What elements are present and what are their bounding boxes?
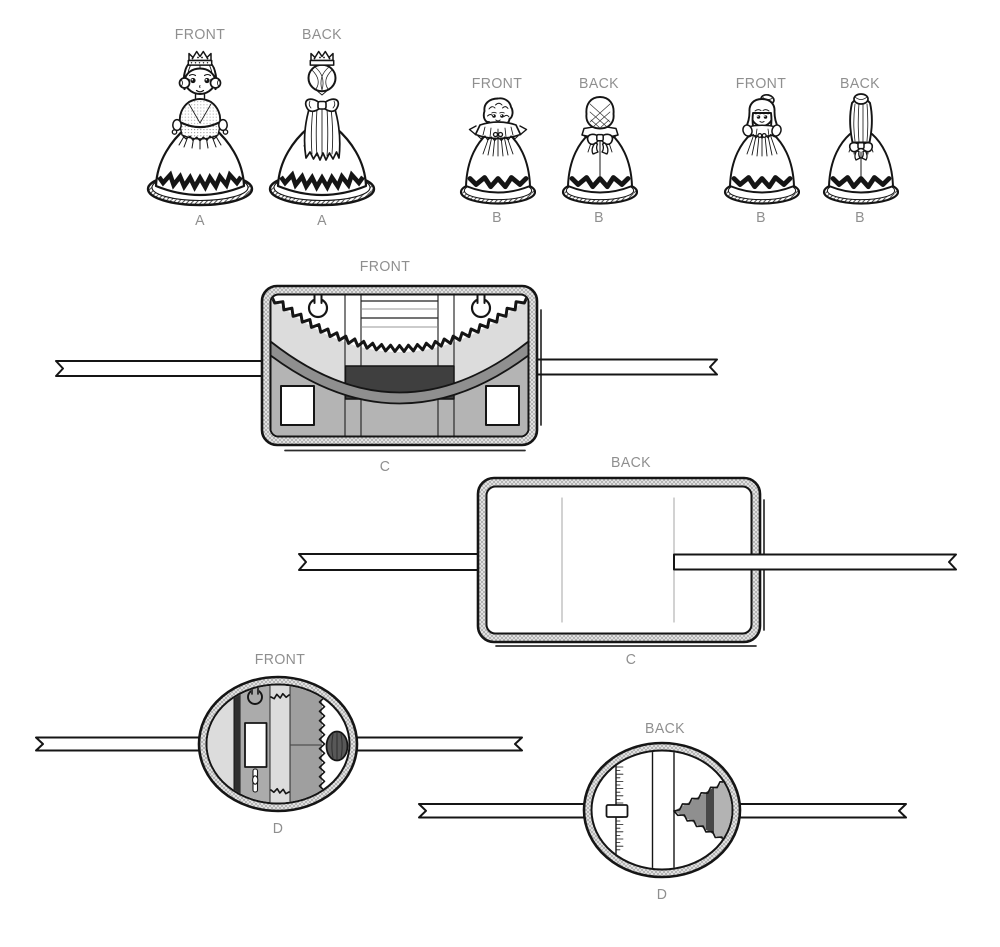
illustration-doll-a-back — [268, 50, 376, 207]
doll-skirt — [465, 133, 531, 194]
item-label: B — [492, 209, 502, 226]
rickrack-trim — [279, 170, 365, 192]
view-label: FRONT — [471, 75, 523, 92]
doll-bodice — [171, 92, 229, 142]
doll-hand — [222, 129, 229, 135]
doll-long-hair — [849, 93, 873, 146]
scissor-loop — [470, 295, 492, 319]
dark-trim-bar — [233, 685, 241, 803]
doll-eye — [204, 77, 210, 84]
doll-curly-hair — [585, 96, 615, 130]
doll-hand — [757, 132, 763, 139]
view-label: BACK — [579, 75, 619, 92]
view-label: BACK — [302, 26, 342, 43]
view-label: FRONT — [174, 26, 226, 43]
doll-bow — [304, 98, 340, 113]
scallop-trim — [830, 175, 892, 190]
doll-skirt — [276, 126, 368, 197]
doll-eye — [190, 77, 196, 84]
item-label: B — [855, 209, 865, 226]
rickrack-band-bottom — [270, 787, 290, 795]
doll-bow — [848, 141, 874, 161]
waist-tie-right — [731, 803, 907, 819]
view-label: FRONT — [254, 651, 306, 668]
waist-tie-left — [298, 553, 483, 571]
rickrack-trim — [271, 295, 528, 353]
pincushion — [325, 730, 349, 762]
waist-tie-right — [673, 553, 957, 571]
doll-head — [178, 58, 222, 96]
doll-mouth — [195, 89, 205, 93]
item-label: B — [594, 209, 604, 226]
illustration-organizer-c-back — [298, 476, 957, 647]
view-label: FRONT — [735, 75, 787, 92]
doll-collar-cape — [468, 121, 528, 142]
illustration-organizer-c-front — [55, 284, 718, 452]
item-label: A — [195, 212, 205, 229]
rickrack-band-top — [270, 692, 290, 700]
doll-hand — [497, 131, 504, 138]
doll-topknot — [853, 93, 869, 105]
doll-crown — [187, 50, 213, 66]
doll-skirt — [567, 133, 633, 194]
illustration-doll-b-bun-back — [822, 93, 899, 205]
item-label: A — [317, 212, 327, 229]
doll-head — [744, 93, 780, 129]
waist-tie-left — [35, 736, 207, 752]
doll-hand — [761, 132, 767, 139]
illustration-caddy-d-front — [35, 675, 523, 813]
view-label: BACK — [840, 75, 880, 92]
item-label: B — [756, 209, 766, 226]
view-label: FRONT — [359, 258, 411, 275]
doll-bow — [586, 133, 614, 155]
illustration-doll-a-front — [146, 50, 254, 207]
measuring-gauge — [605, 763, 629, 857]
item-label: C — [379, 458, 391, 475]
shadow-line — [284, 309, 542, 452]
doll-crown — [309, 50, 335, 66]
scallop-trim — [467, 175, 529, 190]
seam-ripper — [252, 768, 259, 793]
organizer-front-panel — [271, 295, 528, 436]
view-label: BACK — [645, 720, 685, 737]
illustration-doll-b-bun-front — [723, 93, 800, 205]
doll-eyebrows — [188, 73, 212, 77]
tie-channel — [651, 751, 675, 869]
rickrack-trim — [157, 170, 243, 192]
scallop-trim — [731, 175, 793, 190]
doll-hand — [492, 131, 499, 138]
gauge-slider — [605, 804, 629, 818]
scissor-loop — [307, 295, 329, 319]
item-label: D — [656, 886, 668, 903]
doll-hand — [171, 129, 178, 135]
doll-veil-hair — [303, 105, 341, 161]
waist-tie-left — [55, 360, 267, 377]
view-label: BACK — [611, 454, 651, 471]
square-pocket-right — [485, 385, 520, 426]
caddy-front-panel — [207, 685, 349, 803]
illustration-caddy-d-back — [418, 741, 907, 879]
illustration-doll-b-curly-back — [561, 96, 638, 205]
scissor-loop — [247, 685, 263, 705]
pinked-edge — [318, 687, 326, 801]
doll-hair — [744, 98, 780, 129]
doll-bodice — [742, 124, 782, 139]
waist-tie-left — [418, 803, 594, 819]
item-label: D — [272, 820, 284, 837]
scallop-trim — [569, 175, 631, 190]
waist-tie-right — [532, 358, 718, 376]
tool-pocket — [244, 722, 268, 768]
doll-skirt — [828, 133, 894, 194]
doll-bun — [307, 63, 337, 96]
doll-skirt — [729, 133, 795, 194]
curved-binding-band — [271, 340, 528, 405]
square-pocket-left — [280, 385, 315, 426]
needle-holder-stitching — [360, 300, 439, 319]
illustration-doll-b-curly-front — [459, 97, 536, 205]
item-label: C — [625, 651, 637, 668]
